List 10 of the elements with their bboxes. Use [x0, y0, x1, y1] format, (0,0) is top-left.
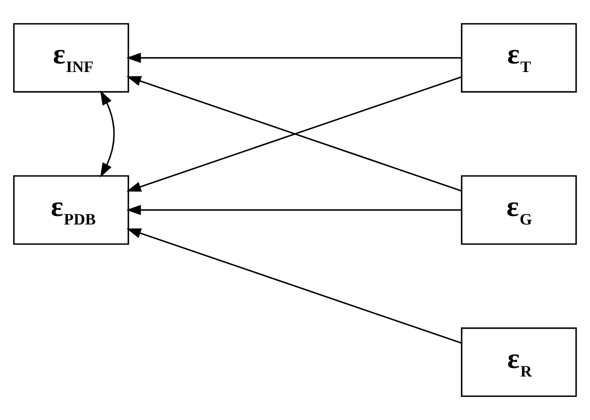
node-box: ε$_{G}$: [460, 175, 577, 245]
node-box: ε$_{PDB}$: [13, 175, 130, 245]
arrow: [126, 228, 462, 344]
arrow: [126, 204, 462, 216]
arrow: [126, 52, 462, 63]
node-box: ε$_{T}$: [460, 23, 577, 93]
arrow: [126, 76, 462, 192]
arrow: [100, 90, 115, 178]
node-box: ε$_{INF}$: [13, 23, 130, 93]
node-box: ε$_{R}$: [460, 327, 577, 397]
